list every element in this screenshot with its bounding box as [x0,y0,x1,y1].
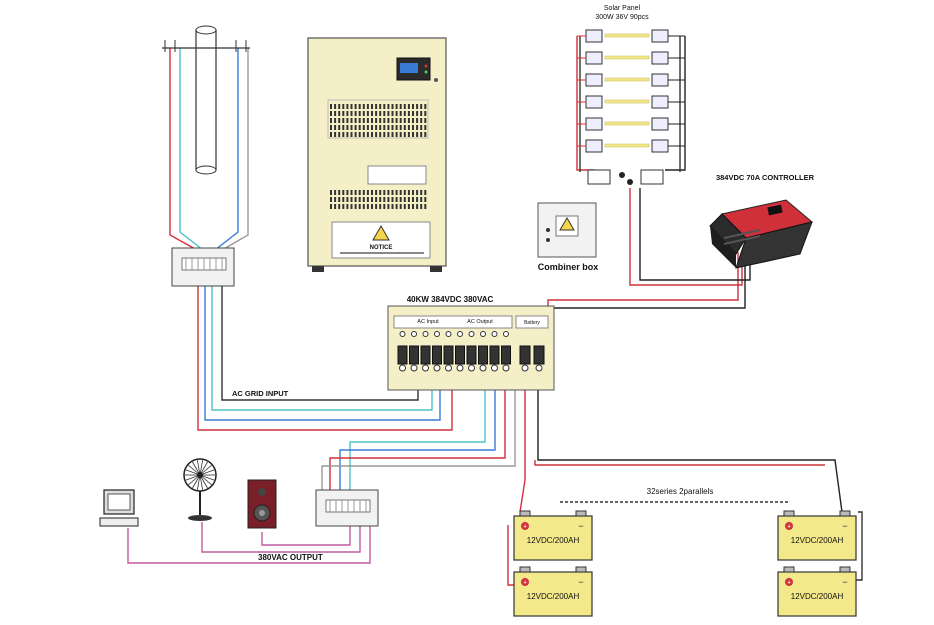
speaker-icon [247,479,277,529]
controller: 384VDC 70A CONTROLLER [709,173,815,269]
solar-panel [651,29,669,43]
svg-text:−: − [842,577,847,587]
solar-string-right [665,36,686,171]
output-breaker-box [315,489,379,527]
battery-icon: + − 12VDC/200AH [513,510,593,561]
ac-output-label: AC Output [467,319,493,325]
inverter-terminal-panel: 40KW 384VDC 380VAC AC Input AC Output Ba… [387,295,555,391]
solar-panel [585,95,603,109]
controller-wire-red [547,252,739,312]
solar-panel [585,51,603,65]
load-wire-pink-3 [261,525,351,546]
ac-input-label: AC Input [417,319,439,325]
controller-label: 384VDC 70A CONTROLLER [716,173,815,182]
solar-title: Solar Panel [604,5,641,12]
svg-text:−: − [578,577,583,587]
grid-input-wire-cyan [211,285,433,411]
wiring [127,36,863,586]
solar-array: Solar Panel 300W 36V 90pcs [577,5,685,185]
solar-panel [651,51,669,65]
battery-label: 12VDC/200AH [791,592,844,601]
combiner-label: Combiner box [538,262,599,272]
solar-panel [651,139,669,153]
solar-panel [651,95,669,109]
grid-wire-cyan [179,48,204,251]
solar-panel [585,117,603,131]
grid-wire-red [169,48,198,251]
solar-panel [651,117,669,131]
grid-input-wire-blue [204,285,441,421]
solar-panel [585,139,603,153]
battery-link-red [534,460,825,466]
battery-label: 12VDC/200AH [791,536,844,545]
standing-fan-icon [183,458,217,521]
solar-panel [585,29,603,43]
output-wire-gray [321,380,516,492]
output-label: 380VAC OUTPUT [258,553,323,562]
notice-label: NOTICE [370,245,393,251]
solar-panel [651,73,669,87]
battery-terminal-label: Battery [524,320,540,326]
battery-label: 12VDC/200AH [527,592,580,601]
grid-pole [162,25,250,175]
svg-text:−: − [578,521,583,531]
svg-text:+: + [787,524,791,531]
cabinet-vents-top [327,99,429,139]
svg-text:+: + [523,524,527,531]
grid-input-label: AC GRID INPUT [232,389,289,398]
output-wire-red [329,380,506,492]
battery-icon: + − 12VDC/200AH [777,510,857,561]
svg-text:+: + [523,580,527,587]
battery-bank: +−12VDC/200AH+−12VDC/200AH+−12VDC/200AH+… [513,510,857,617]
controller-wire-black [551,252,746,312]
battery-icon: + − 12VDC/200AH [513,566,593,617]
battery-wire-red [519,380,526,513]
load-wire-pink [127,525,371,564]
battery-bank-label: 32series 2parallels [647,487,714,496]
battery-icon: + − 12VDC/200AH [777,566,857,617]
svg-text:+: + [787,580,791,587]
solar-panel [585,73,603,87]
load-wire-pink-2 [201,522,361,553]
solar-wire-red [629,188,743,286]
grid-wire-blue [214,48,239,251]
combiner-box: Combiner box [537,202,599,272]
output-wire-cyan [349,380,486,492]
solar-panel-rows [577,29,685,153]
solar-subtitle: 300W 36V 90pcs [595,14,649,21]
output-wire-blue [339,380,496,492]
grid-breaker-box [171,247,235,287]
solar-wire-black [639,188,751,281]
battery-wire-black [537,380,843,513]
svg-text:−: − [842,521,847,531]
panel-title: 40KW 384VDC 380VAC [407,295,494,304]
battery-label: 12VDC/200AH [527,536,580,545]
inverter-cabinet: NOTICE [307,37,447,272]
grid-wire-gray [221,48,249,251]
grid-input-wire-red [197,285,453,431]
computer-monitor-icon [99,489,139,527]
